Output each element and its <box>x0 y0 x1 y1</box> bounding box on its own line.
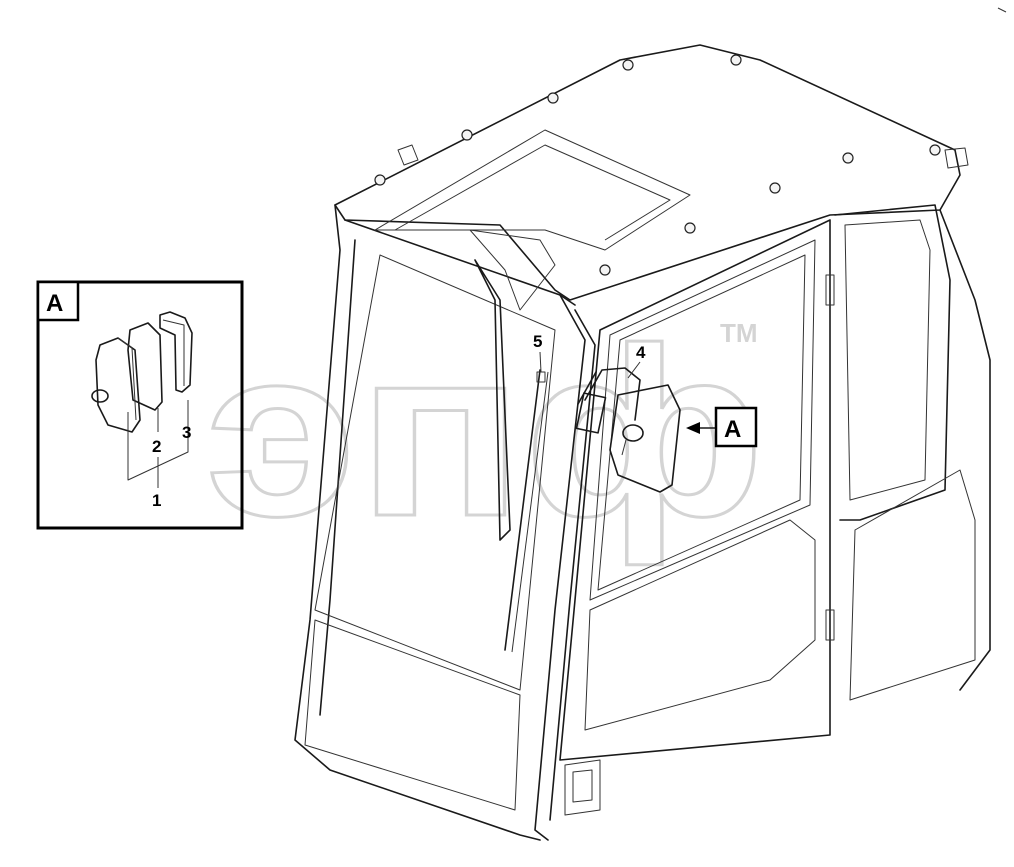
callout-2: 2 <box>152 437 161 456</box>
mirror-glass <box>127 322 163 411</box>
detail-label-box <box>36 280 80 322</box>
mirror-housing-edge <box>117 337 137 421</box>
wiper-motor-bracket <box>469 229 556 311</box>
mirror-seal-ring <box>159 311 193 393</box>
front-lower-window <box>304 619 521 811</box>
left-pillar-inner <box>319 239 356 716</box>
bolt-icon <box>374 174 386 186</box>
roof-hatch <box>374 129 691 251</box>
mirror-head <box>609 384 681 493</box>
door-lower-panel <box>584 519 816 731</box>
lifting-eye-rear <box>944 147 969 169</box>
main-callouts: 5 4 A <box>533 332 758 448</box>
rear-lower-panel <box>849 469 976 701</box>
door-window-inner <box>597 254 806 591</box>
callout-5: 5 <box>533 332 542 351</box>
view-marker-box <box>714 406 758 448</box>
rear-window-frame <box>834 204 951 521</box>
detail-frame <box>36 280 244 530</box>
wiper-blade <box>504 369 541 651</box>
roof-front-edge <box>344 219 576 306</box>
wiper-arm <box>474 259 511 541</box>
door-hinge-upper <box>825 274 835 306</box>
watermark: эпф TM <box>204 297 767 568</box>
bolt-icon <box>730 54 742 66</box>
view-marker-label: A <box>724 416 741 443</box>
bolt-icon <box>684 222 696 234</box>
cab-door <box>559 219 831 761</box>
detail-label: A <box>46 290 63 317</box>
mirror-ball-joint <box>622 424 644 442</box>
detail-view-a: A 2 3 1 <box>36 280 244 530</box>
roof-bolts <box>374 54 941 276</box>
mirror-pivot <box>621 439 627 456</box>
left-front-pillar <box>294 204 541 841</box>
mirror-seal-ring-inner <box>162 319 185 386</box>
door-handle-plate <box>564 759 601 816</box>
watermark-trademark: TM <box>720 318 758 348</box>
corner-tick <box>997 7 1007 13</box>
wiper-blade-edge <box>511 371 549 653</box>
mirror-assembly <box>575 367 681 493</box>
callout-4: 4 <box>636 343 646 362</box>
lifting-eye <box>397 144 419 166</box>
leader-line-4 <box>627 361 641 379</box>
mirror-clamp <box>575 392 607 434</box>
door-hinge-lower <box>825 609 835 641</box>
mirror-housing-mount <box>91 389 109 403</box>
watermark-logo: эпф <box>205 298 765 566</box>
leader-line-5 <box>539 351 542 373</box>
callout-3: 3 <box>182 423 191 442</box>
arrow-left-icon <box>686 422 700 434</box>
bolt-icon <box>842 152 854 164</box>
excavator-cab <box>294 44 991 841</box>
cab-rear-edge <box>939 209 991 691</box>
bolt-icon <box>599 264 611 276</box>
bolt-icon <box>929 144 941 156</box>
door-handle <box>572 769 593 803</box>
mirror-stay-arm-edge <box>577 371 597 405</box>
cab-roof <box>334 44 961 301</box>
mirror-housing <box>95 337 141 433</box>
corner-mark <box>997 7 1007 13</box>
callout-1: 1 <box>152 491 161 510</box>
bolt-icon <box>769 182 781 194</box>
door-window <box>589 239 816 601</box>
bolt-icon <box>461 129 473 141</box>
bolt-icon <box>547 92 559 104</box>
right-pillar-inner <box>549 309 596 821</box>
front-upper-window <box>314 254 556 691</box>
roof-hatch-inner <box>394 144 671 241</box>
mirror-stay-arm <box>584 367 641 421</box>
right-front-pillar <box>534 294 586 841</box>
bolt-icon <box>622 59 634 71</box>
side-rear-window <box>844 219 931 501</box>
